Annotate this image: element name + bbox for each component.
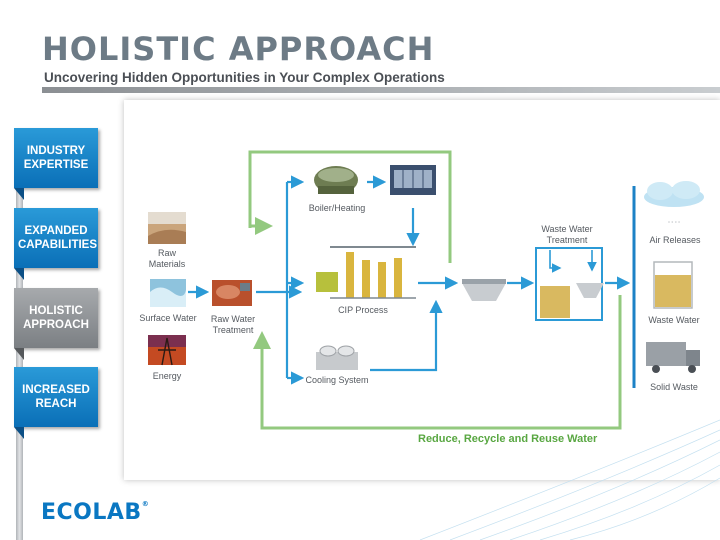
svg-text:° ° ° °: ° ° ° ° [668,221,680,227]
nav-tab-label: HOLISTIC APPROACH [23,305,89,331]
nav-tab-industry-expertise[interactable]: INDUSTRY EXPERTISE [14,128,98,200]
ecolab-logo: ECOLAB® [41,500,149,525]
label-air-releases: Air Releases [649,235,701,245]
logo-mark: ® [141,500,150,508]
nav-tab-label: EXPANDED CAPABILITIES [18,225,98,251]
cip-process-icon [316,246,416,299]
nav-tab-increased-reach[interactable]: INCREASED REACH [14,367,98,439]
truck-icon [646,342,700,373]
flow-lines [188,175,631,385]
page-subtitle: Uncovering Hidden Opportunities in Your … [44,70,445,85]
label-reuse-loop: Reduce, Recycle and Reuse Water [418,433,598,445]
label-cip-process: CIP Process [338,305,388,315]
label-raw-water-treatment: Raw Water Treatment [210,314,256,335]
label-waste-water: Waste Water [648,315,700,325]
label-boiler-heating: Boiler/Heating [308,203,366,213]
label-energy: Energy [152,371,182,381]
logo-text: ECOLAB [41,500,142,525]
clarifier-icon [462,279,506,301]
label-cooling-system: Cooling System [305,375,369,385]
waste-water-treatment-icon [535,247,604,321]
page-title: HOLISTIC APPROACH [42,30,435,68]
decorative-lines [419,419,720,540]
waste-water-tank-icon [653,261,693,309]
air-releases-icon: ° ° ° ° [644,181,704,227]
energy-icon [148,335,186,366]
label-solid-waste: Solid Waste [650,382,698,392]
heat-exchanger-icon [390,165,436,195]
raw-materials-icon [148,212,186,244]
surface-water-icon [150,279,186,307]
nav-tab-label: INCREASED REACH [22,384,90,410]
label-raw-materials: Raw Materials [148,248,186,269]
cooling-system-icon [316,345,358,370]
nav-tab-expanded-capabilities[interactable]: EXPANDED CAPABILITIES [14,208,98,280]
boiler-icon [314,166,358,194]
header-rule [42,87,720,93]
raw-water-treatment-icon [212,280,252,306]
nav-tab-label: INDUSTRY EXPERTISE [23,145,89,171]
label-waste-water-treatment: Waste Water Treatment [541,224,593,245]
nav-tab-holistic-approach[interactable]: HOLISTIC APPROACH [14,288,98,360]
label-surface-water: Surface Water [139,313,197,323]
reuse-loop [248,150,622,430]
